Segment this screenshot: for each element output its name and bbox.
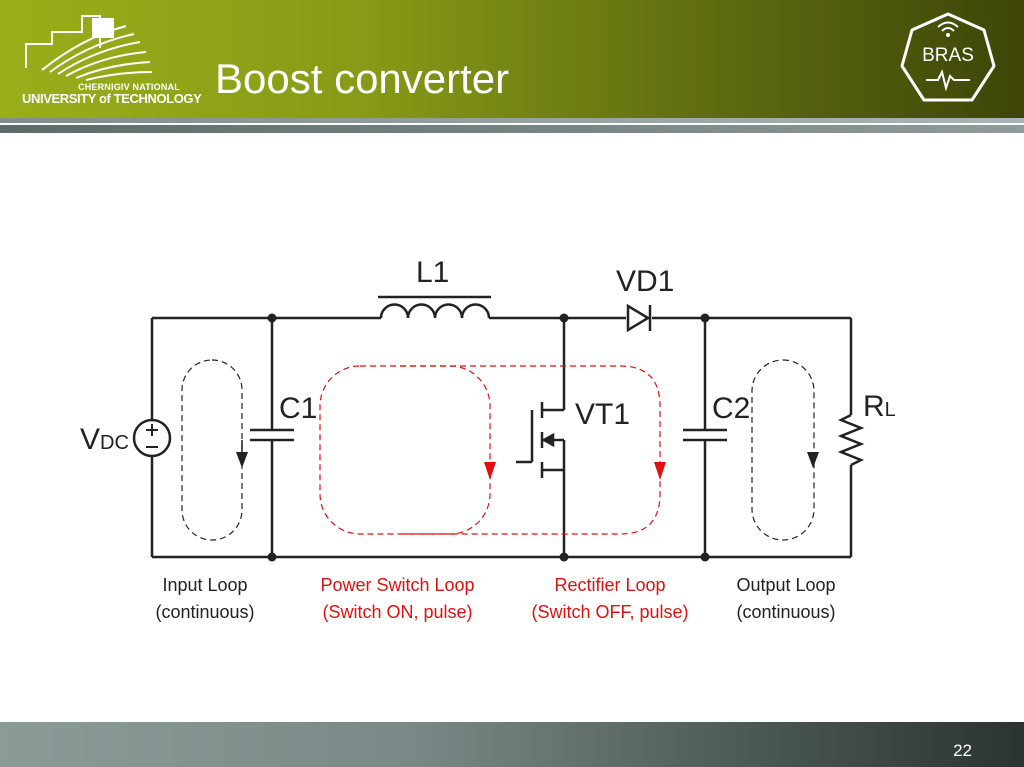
university-logo-icon	[25, 15, 153, 81]
label-c2: C2	[712, 392, 751, 425]
bras-badge-icon	[900, 12, 996, 102]
capacitor-c1	[250, 428, 294, 442]
label-vdc-sub: DC	[100, 432, 129, 454]
circuit-wires	[150, 316, 853, 559]
label-vd1: VD1	[616, 265, 675, 298]
caption-rectifier-loop-mode: (Switch OFF, pulse)	[531, 602, 689, 622]
load-resistor	[837, 413, 865, 467]
label-vdc: VDC	[80, 423, 129, 457]
label-rl-sub: L	[884, 399, 896, 421]
label-vdc-main: V	[80, 423, 101, 456]
header-divider-lower	[0, 125, 1024, 133]
page-number: 22	[953, 741, 972, 760]
caption-rectifier-loop: Rectifier Loop (Switch OFF, pulse)	[515, 572, 705, 626]
university-logo: CHERNIGIV NATIONAL UNIVERSITY of TECHNOL…	[22, 8, 202, 108]
bras-badge: BRAS	[898, 10, 998, 110]
label-rl-main: R	[863, 390, 885, 423]
caption-input-loop-mode: (continuous)	[155, 602, 255, 622]
caption-power-switch-loop-title: Power Switch Loop	[320, 575, 475, 595]
label-vt1: VT1	[575, 398, 631, 431]
label-c1: C1	[279, 392, 318, 425]
input-loop-path	[181, 359, 248, 541]
university-name-line1: CHERNIGIV NATIONAL	[78, 82, 180, 92]
bras-label: BRAS	[922, 45, 974, 66]
label-rl: RL	[863, 390, 896, 424]
output-loop-path	[751, 359, 819, 541]
power-switch-loop-path	[319, 365, 496, 535]
caption-power-switch-loop-mode: (Switch ON, pulse)	[322, 602, 473, 622]
caption-output-loop-title: Output Loop	[736, 575, 836, 595]
caption-rectifier-loop-title: Rectifier Loop	[554, 575, 666, 595]
footer-bar	[0, 722, 1024, 767]
caption-power-switch-loop: Power Switch Loop (Switch ON, pulse)	[300, 572, 495, 626]
inductor-l1	[378, 295, 491, 319]
header-bar	[0, 0, 1024, 118]
diode-vd1	[626, 303, 652, 333]
capacitor-c2	[683, 428, 727, 442]
caption-output-loop: Output Loop (continuous)	[712, 572, 860, 626]
caption-input-loop: Input Loop (continuous)	[130, 572, 280, 626]
caption-output-loop-mode: (continuous)	[736, 602, 836, 622]
mosfet-vt1	[516, 402, 555, 478]
junction-dots	[267, 313, 710, 562]
header-divider	[0, 118, 1024, 123]
rectifier-loop-path	[400, 365, 666, 535]
university-name-line2: UNIVERSITY of TECHNOLOGY	[22, 91, 202, 106]
caption-input-loop-title: Input Loop	[162, 575, 248, 595]
label-l1: L1	[416, 256, 450, 289]
dc-source	[132, 418, 172, 458]
slide-title: Boost converter	[215, 55, 510, 102]
